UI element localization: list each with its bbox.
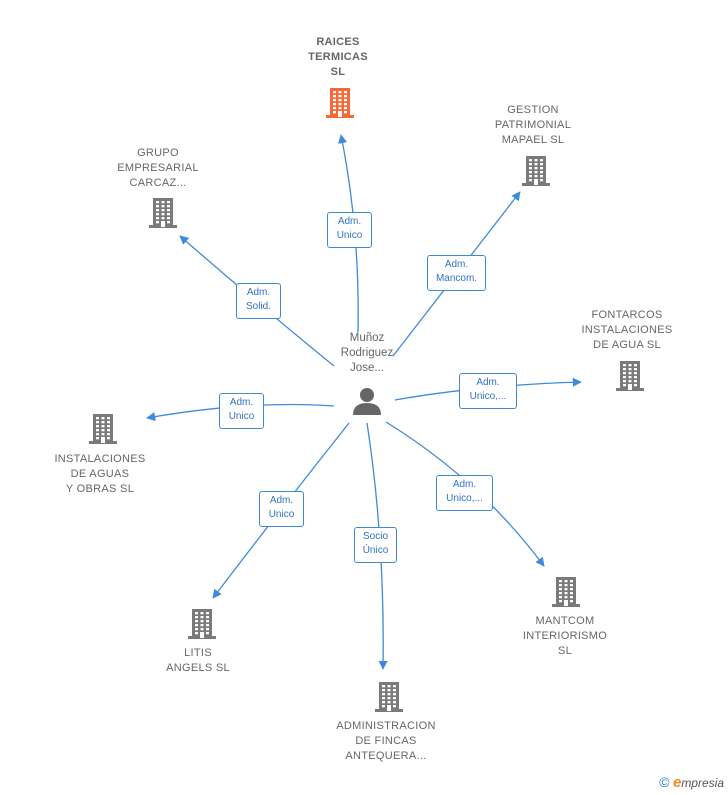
company-label-mantcom[interactable]: MANTCOM INTERIORISMO SL <box>522 615 608 657</box>
building-icon[interactable] <box>613 359 647 398</box>
company-label-gestion[interactable]: GESTION PATRIMONIAL MAPAEL SL <box>494 104 572 146</box>
copyright-symbol: © <box>659 774 670 790</box>
building-icon[interactable] <box>549 575 583 614</box>
company-label-instalaciones[interactable]: INSTALACIONES DE AGUAS Y OBRAS SL <box>54 453 146 495</box>
company-label-raices[interactable]: RAICES TERMICAS SL <box>308 36 368 78</box>
company-label-administracion[interactable]: ADMINISTRACION DE FINCAS ANTEQUERA... <box>336 720 436 762</box>
building-icon[interactable] <box>519 154 553 193</box>
building-icon[interactable] <box>372 680 406 719</box>
company-label-fontarcos[interactable]: FONTARCOS INSTALACIONES DE AGUA SL <box>581 309 673 351</box>
building-icon[interactable] <box>146 196 180 235</box>
relation-label-grupo[interactable]: Adm. Solid. <box>236 283 281 319</box>
relation-label-administracion[interactable]: Socio Único <box>354 527 397 563</box>
relation-label-mantcom[interactable]: Adm. Unico,... <box>436 475 493 511</box>
building-icon[interactable] <box>323 86 357 125</box>
person-icon[interactable] <box>352 386 382 421</box>
company-label-litis[interactable]: LITIS ANGELS SL <box>166 647 230 674</box>
building-icon[interactable] <box>185 607 219 646</box>
relation-label-gestion[interactable]: Adm. Mancom. <box>427 255 486 291</box>
relation-label-litis[interactable]: Adm. Unico <box>259 491 304 527</box>
relation-label-instalaciones[interactable]: Adm. Unico <box>219 393 264 429</box>
relation-label-raices[interactable]: Adm. Unico <box>327 212 372 248</box>
brand-logo-letter: e <box>672 774 682 791</box>
company-label-grupo[interactable]: GRUPO EMPRESARIAL CARCAZ... <box>117 147 199 189</box>
relation-label-fontarcos[interactable]: Adm. Unico,... <box>459 373 517 409</box>
person-name[interactable]: Muñoz Rodriguez Jose... <box>340 332 394 374</box>
building-icon[interactable] <box>86 412 120 451</box>
footer-brand: © empresia <box>659 774 724 791</box>
brand-logo-text: mpresia <box>681 776 724 790</box>
